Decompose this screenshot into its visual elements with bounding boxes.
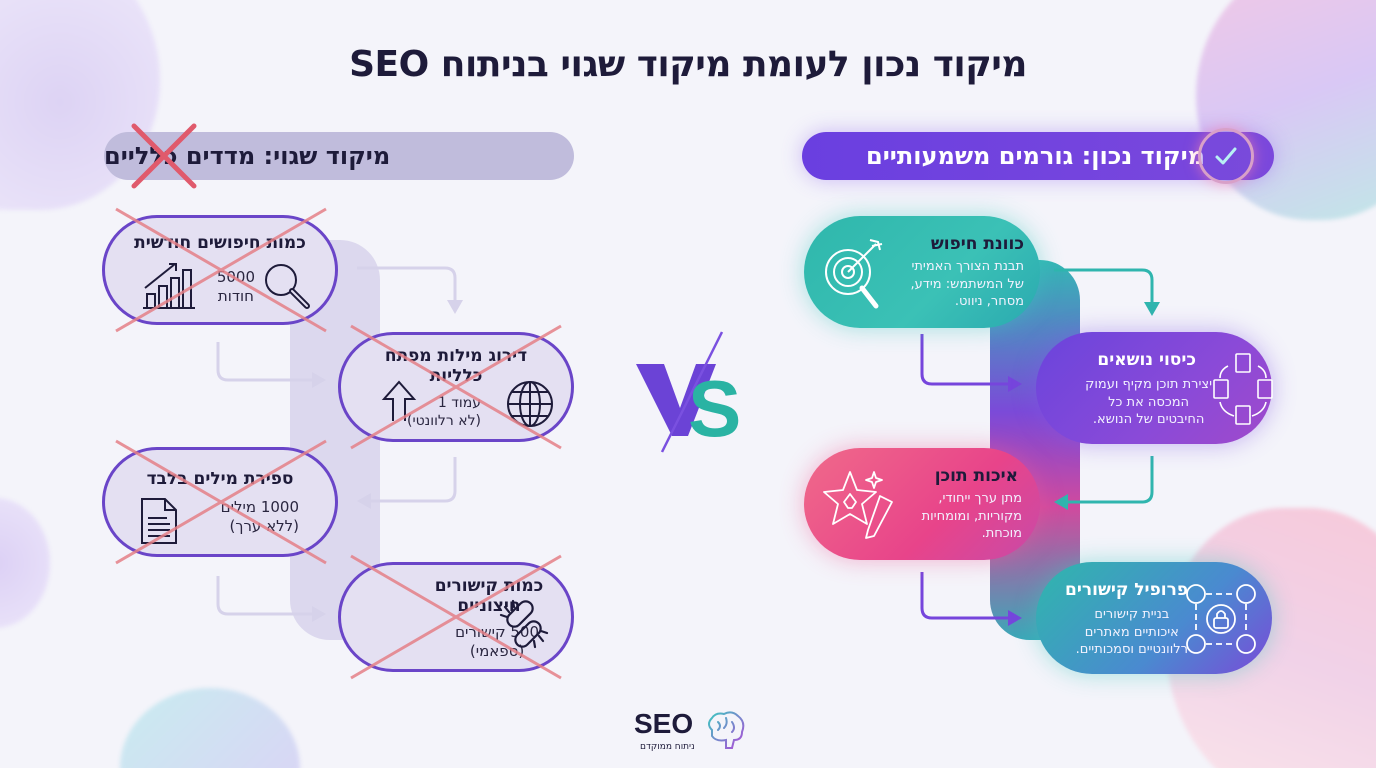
vs-icon: S (636, 331, 741, 453)
right-item-content-quality: איכות תוכן מתן ערך ייחודי,מקוריות, ומומח… (804, 448, 1040, 560)
logo-text: SEO (634, 708, 694, 739)
flow-arrow-icon (357, 266, 463, 314)
right-focus-header: מיקוד נכון: גורמים משמעותיים (802, 132, 1274, 180)
flow-arrow-icon (357, 457, 457, 509)
brand-logo: SEO ניתוח ממוקדם (634, 708, 754, 758)
wrong-item-value: עמוד 1(לא רלוונטי) (407, 395, 481, 429)
link-network-icon (1186, 584, 1256, 654)
right-item-title: פרופיל קישורים (1065, 580, 1188, 600)
checkmark-icon (1198, 128, 1254, 184)
wrong-item-title: כמות חיפושים חודשית (134, 233, 306, 253)
wrong-item-generic-keywords: דירוג מילות מפתח כלליות עמוד 1(לא רלוונט… (338, 332, 574, 442)
decor-blob (120, 688, 300, 768)
bar-chart-icon (143, 263, 195, 309)
wrong-item-word-count: ספירת מילים בלבד 1000 מילים(ללא ערך) (102, 447, 338, 557)
arrow-up-icon (381, 380, 417, 421)
right-item-title: כיסוי נושאים (1097, 350, 1196, 370)
right-item-title: כוונת חיפוש (930, 234, 1024, 254)
svg-text:S: S (688, 364, 741, 453)
decor-blob (1196, 0, 1376, 220)
decor-blob (0, 498, 50, 628)
star-pen-icon (823, 471, 893, 539)
flow-arrow-icon (920, 334, 1022, 392)
flow-arrow-icon (216, 576, 326, 622)
x-mark-icon (131, 123, 197, 189)
flow-arrow-icon (216, 342, 326, 388)
flow-arrow-icon (1054, 268, 1160, 316)
document-icon (141, 498, 177, 544)
page-title: מיקוד נכון לעומת מיקוד שגוי בניתוח SEO (349, 44, 1027, 85)
right-item-title: איכות תוכן (934, 466, 1018, 486)
wrong-item-external-links: כמות קישורים חיצוניים 500 קישורים(ספאמי) (338, 562, 574, 672)
logo-subtitle: ניתוח ממוקדם (640, 742, 695, 752)
document-cycle-icon (1213, 353, 1273, 425)
broken-link-icon (499, 599, 549, 649)
wrong-item-title: ספירת מילים בלבד (146, 469, 294, 489)
target-search-icon (825, 239, 883, 309)
right-focus-header-label: מיקוד נכון: גורמים משמעותיים (866, 142, 1206, 170)
magnifier-icon (265, 264, 310, 309)
flow-arrow-icon (920, 572, 1022, 626)
globe-icon (507, 381, 553, 427)
wrong-item-value: 1000 מילים(ללא ערך) (220, 498, 299, 535)
flow-arrow-icon (1054, 456, 1154, 510)
brand-icon (708, 711, 745, 749)
